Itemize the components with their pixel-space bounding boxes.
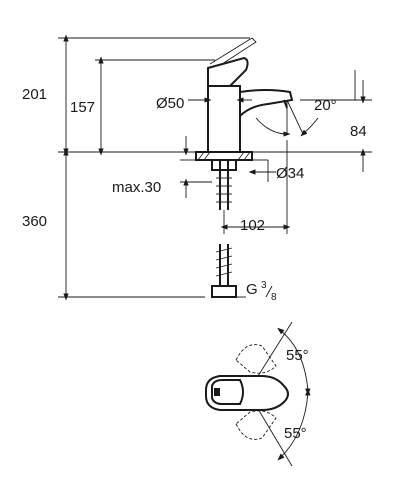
rotation-arc-bottom xyxy=(277,388,311,461)
angle-arc-right xyxy=(300,117,319,137)
spout-height-label: 157 xyxy=(70,99,95,116)
rotation-angle-bottom-label: 55° xyxy=(284,425,307,442)
thread-fraction-slash xyxy=(265,285,273,298)
connection-thread-label: G 3 8 xyxy=(246,280,277,303)
hose-wrap-2 xyxy=(215,255,233,261)
lever-open-outline-2 xyxy=(215,37,257,69)
hose-connector xyxy=(211,285,237,298)
hatch-1 xyxy=(197,151,205,161)
lever-rotated-right xyxy=(235,410,277,440)
spout-reach-label: 102 xyxy=(240,217,265,234)
rotation-angle-top-label: 55° xyxy=(286,347,309,364)
top-view-lever-base xyxy=(211,379,244,405)
rotation-arc-top xyxy=(277,327,311,396)
hose-length-label: 360 xyxy=(22,213,47,230)
thread-numerator: 3 xyxy=(261,280,267,291)
spout-axis-line xyxy=(286,99,304,135)
faucet-body xyxy=(207,85,241,153)
spout-clearance-label: 84 xyxy=(350,123,367,140)
aerator xyxy=(283,99,288,109)
top-view-indicator xyxy=(214,388,220,396)
body-diameter-label: Ø50 xyxy=(156,95,184,112)
hose-wrap-4 xyxy=(215,271,233,277)
hatch-4 xyxy=(243,151,251,161)
total-height-label: 201 xyxy=(22,86,47,103)
hose-wrap-1 xyxy=(215,247,233,253)
thread-denominator: 8 xyxy=(271,292,277,303)
angle-arc-left xyxy=(255,117,291,137)
hatch-2 xyxy=(203,151,211,161)
base-diameter-label: Ø34 xyxy=(276,165,304,182)
hatch-3 xyxy=(237,151,245,161)
lever-rotated-left xyxy=(235,344,277,374)
faucet-spout xyxy=(239,89,294,119)
thread-prefix: G xyxy=(246,281,258,298)
lever-angle-label: 20° xyxy=(314,97,337,114)
mounting-nut xyxy=(211,159,237,171)
mount-thickness-label: max.30 xyxy=(112,179,161,196)
front-elevation xyxy=(58,34,372,301)
top-view xyxy=(205,321,311,467)
lever-open-outline xyxy=(209,37,253,65)
top-view-body xyxy=(205,375,289,411)
lever-closed xyxy=(207,56,249,87)
hose-wrap-3 xyxy=(215,263,233,269)
